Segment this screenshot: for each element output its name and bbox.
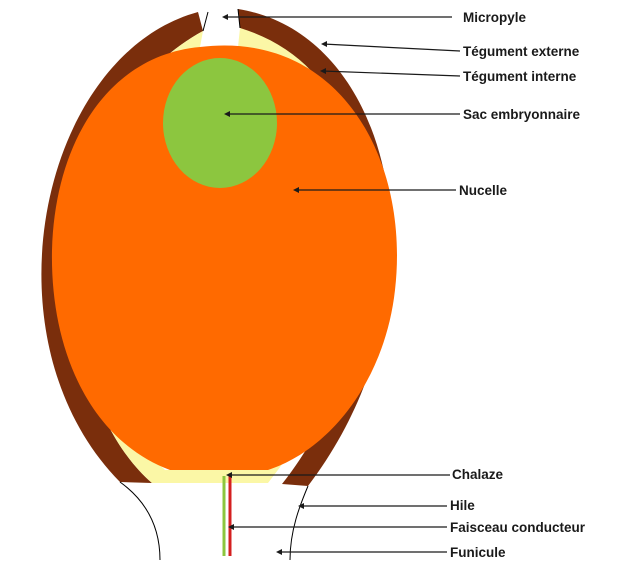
leader-tegument-interne bbox=[322, 71, 460, 76]
leader-tegument-externe bbox=[323, 44, 460, 51]
label-nucelle: Nucelle bbox=[459, 183, 508, 198]
label-sac-embryonnaire: Sac embryonnaire bbox=[463, 107, 581, 122]
label-faisceau-conducteur: Faisceau conducteur bbox=[450, 520, 586, 535]
funicule-outline-left bbox=[120, 482, 160, 560]
label-hile: Hile bbox=[450, 498, 475, 513]
label-tegument-externe: Tégument externe bbox=[463, 44, 580, 59]
sac-embryonnaire-shape bbox=[163, 58, 277, 188]
funicule-outline-right bbox=[290, 486, 308, 560]
micropyle-opening bbox=[203, 9, 240, 31]
label-micropyle: Micropyle bbox=[463, 10, 527, 25]
label-funicule: Funicule bbox=[450, 545, 506, 560]
label-chalaze: Chalaze bbox=[452, 467, 504, 482]
label-tegument-interne: Tégument interne bbox=[463, 69, 577, 84]
